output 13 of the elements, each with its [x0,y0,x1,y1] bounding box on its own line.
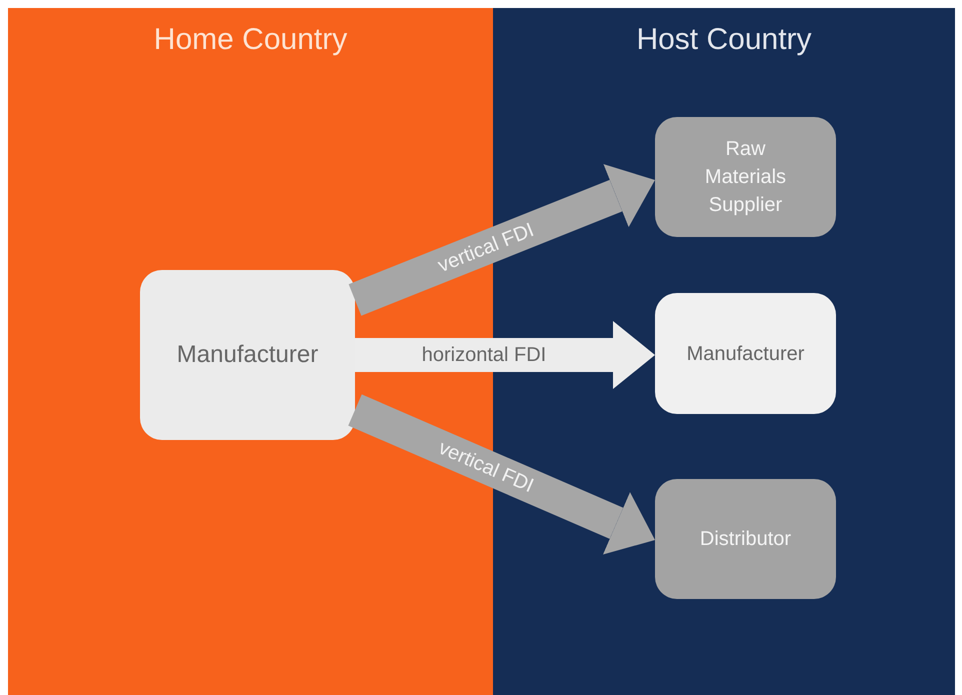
box-label: Manufacturer [686,342,806,366]
entity-box [140,270,355,440]
block-arrow [348,394,655,554]
box-label: Manufacturer [176,340,318,370]
edge-label: horizontal FDI [422,343,546,367]
entity-box [655,479,836,599]
box-label: Raw Materials Supplier [704,137,788,218]
box-label: Distributor [698,527,792,552]
panel-heading: Host Country [635,22,813,58]
entity-box [655,293,836,414]
entity-box [655,117,836,237]
panel-heading: Home Country [152,22,348,58]
block-arrow [348,164,655,316]
